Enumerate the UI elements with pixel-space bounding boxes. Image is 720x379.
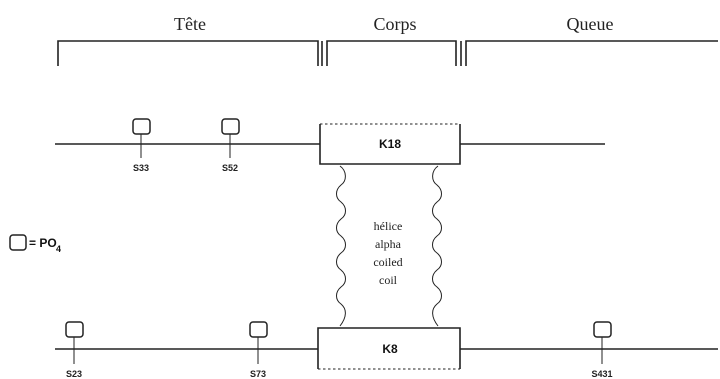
phosphate-square (66, 322, 83, 337)
phosphate-square (594, 322, 611, 337)
phospho-site-s431: S431 (591, 322, 612, 379)
phosphate-square (250, 322, 267, 337)
legend-phosphate-square (10, 235, 26, 250)
k8-label: K8 (382, 342, 398, 356)
coil-text-4: coil (379, 273, 398, 287)
region-head-label: Tête (174, 14, 206, 34)
region-head-bracket (58, 41, 318, 66)
coil-text-3: coiled (373, 255, 402, 269)
site-label: S23 (66, 369, 82, 379)
region-body-label: Corps (373, 14, 416, 34)
phospho-site-s23: S23 (66, 322, 83, 379)
k18-label: K18 (379, 137, 401, 151)
region-tail-bracket (466, 41, 718, 66)
site-label: S52 (222, 163, 238, 173)
phosphate-square (222, 119, 239, 134)
phospho-site-s33: S33 (133, 119, 150, 173)
site-label: S73 (250, 369, 266, 379)
region-body-bracket (327, 41, 456, 66)
legend-text: = PO (29, 236, 57, 250)
site-label: S431 (591, 369, 612, 379)
phospho-site-s52: S52 (222, 119, 239, 173)
phospho-site-s73: S73 (250, 322, 267, 379)
coil-text-2: alpha (375, 237, 402, 251)
coil-left-strand (337, 166, 346, 326)
phosphate-square (133, 119, 150, 134)
coil-text-1: hélice (374, 219, 403, 233)
site-label: S33 (133, 163, 149, 173)
legend-subscript: 4 (56, 244, 61, 254)
coil-right-strand (433, 166, 442, 326)
region-tail-label: Queue (567, 14, 614, 34)
